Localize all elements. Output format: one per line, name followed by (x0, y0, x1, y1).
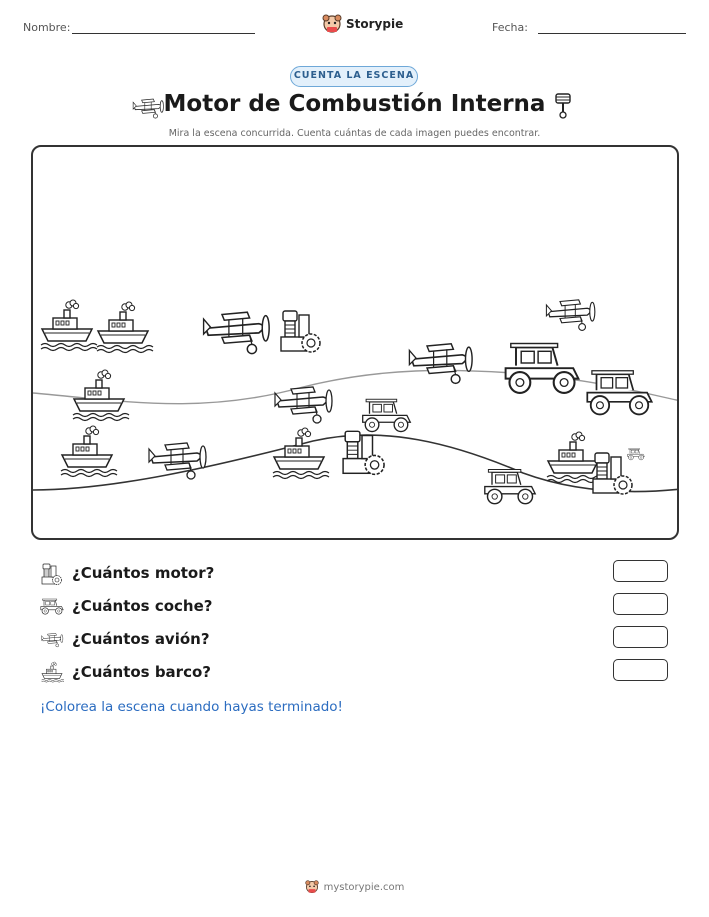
answer-box-plane[interactable] (613, 626, 668, 648)
question-row-plane: ¿Cuántos avión? (40, 627, 210, 651)
scene-plane (408, 342, 473, 385)
question-text: ¿Cuántos avión? (72, 630, 210, 648)
name-label: Nombre: (23, 21, 71, 34)
scene-boat (272, 427, 330, 480)
scene-car (362, 398, 411, 433)
question-text: ¿Cuántos coche? (72, 597, 213, 615)
boat-icon (41, 661, 64, 683)
question-text: ¿Cuántos motor? (72, 564, 215, 582)
brand-logo: Storypie (322, 14, 403, 34)
scene-engine (280, 310, 321, 353)
answer-box-car[interactable] (613, 593, 668, 615)
name-line[interactable] (72, 33, 255, 34)
question-text: ¿Cuántos barco? (72, 663, 211, 681)
page-subtitle: Mira la escena concurrida. Cuenta cuánta… (168, 128, 541, 139)
scene-frame[interactable] (31, 145, 679, 540)
scene-car (504, 342, 580, 394)
footer-url[interactable]: mystorypie.com (323, 881, 405, 893)
scene-boat (40, 299, 98, 352)
date-line[interactable] (538, 33, 686, 34)
footer: mystorypie.com (0, 880, 709, 894)
plane-icon (41, 633, 64, 648)
coloring-instruction: ¡Colorea la escena cuando hayas terminad… (40, 699, 343, 715)
engine-icon (41, 563, 62, 585)
answer-box-engine[interactable] (613, 560, 668, 582)
scene-car (627, 448, 645, 461)
brand-name: Storypie (346, 17, 404, 31)
question-row-engine: ¿Cuántos motor? (40, 561, 214, 585)
scene-engine (592, 452, 633, 495)
car-icon (40, 598, 64, 615)
scene-plane (202, 311, 271, 355)
date-label: Fecha: (492, 21, 528, 34)
scene-plane (545, 299, 596, 332)
scene-boat (72, 369, 130, 422)
mascot-icon (322, 14, 342, 33)
question-row-car: ¿Cuántos coche? (40, 594, 212, 618)
scene-boat (60, 425, 118, 478)
activity-badge: CUENTA LA ESCENA (290, 66, 418, 87)
mascot-icon (304, 880, 319, 894)
scene-illustration (33, 299, 677, 505)
answer-box-boat[interactable] (613, 659, 668, 681)
question-row-boat: ¿Cuántos barco? (40, 660, 211, 684)
scene-engine (342, 430, 385, 476)
scene-boat (96, 301, 154, 354)
page-title: Motor de Combustión Interna (163, 91, 546, 117)
scene-car (586, 369, 653, 416)
piston-icon (555, 93, 571, 119)
